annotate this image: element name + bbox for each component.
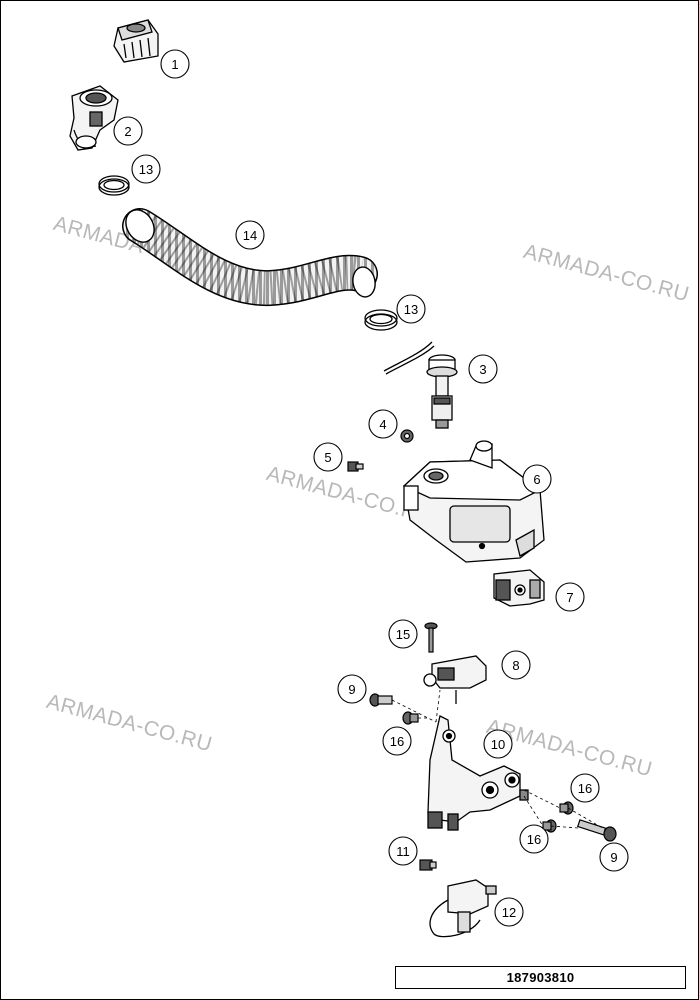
callout-1: 1 (160, 49, 190, 79)
callout-16-left: 16 (382, 726, 412, 756)
cap-part (113, 19, 159, 63)
sensor-module-part-8 (423, 655, 487, 704)
spacer-part-16-right-upper (559, 801, 574, 815)
callout-6-label: 6 (533, 472, 540, 487)
bracket-part-7 (493, 569, 545, 607)
callout-5-label: 5 (324, 450, 331, 465)
callout-9-right: 9 (599, 842, 629, 872)
valve-part-12 (429, 879, 497, 938)
bolt-part-5 (347, 461, 364, 472)
callout-8-label: 8 (512, 658, 519, 673)
screw-part-15 (424, 622, 438, 653)
callout-16-left-label: 16 (390, 734, 404, 749)
filler-neck-part (69, 85, 119, 151)
leader-lines (391, 689, 607, 831)
callout-14: 14 (235, 220, 265, 250)
callout-10-label: 10 (491, 737, 505, 752)
callout-11: 11 (388, 836, 418, 866)
callout-5: 5 (313, 442, 343, 472)
callout-12-label: 12 (502, 905, 516, 920)
callout-12: 12 (494, 897, 524, 927)
document-number-box: 187903810 (395, 966, 686, 989)
callout-14-label: 14 (243, 228, 257, 243)
bolt-part-9-right (577, 819, 617, 842)
callout-2: 2 (113, 116, 143, 146)
hose-clamp-lower-part (364, 309, 398, 331)
callout-16-right-lower-label: 16 (527, 832, 541, 847)
callout-13-upper-label: 13 (139, 162, 153, 177)
bolt-part-11 (419, 859, 437, 871)
callout-9-left: 9 (337, 674, 367, 704)
callout-3: 3 (468, 354, 498, 384)
callout-9-right-label: 9 (610, 850, 617, 865)
callout-13-lower: 13 (396, 294, 426, 324)
nut-part-4 (400, 429, 414, 443)
mounting-bracket-part-10 (427, 715, 529, 831)
corrugated-hose-part (122, 208, 378, 307)
callout-1-label: 1 (171, 57, 178, 72)
fuel-level-sensor-part (383, 341, 458, 429)
callout-16-right-upper: 16 (570, 773, 600, 803)
callout-16-right-lower: 16 (519, 824, 549, 854)
callout-10: 10 (483, 729, 513, 759)
callout-4: 4 (368, 409, 398, 439)
callout-13-upper: 13 (131, 154, 161, 184)
callout-13-lower-label: 13 (404, 302, 418, 317)
callout-3-label: 3 (479, 362, 486, 377)
callout-7: 7 (555, 582, 585, 612)
callout-16-right-upper-label: 16 (578, 781, 592, 796)
callout-11-label: 11 (396, 844, 410, 859)
callouts: 1 2 13 14 13 3 4 5 6 7 15 8 9 16 10 16 1… (113, 49, 629, 927)
bolt-part-9-left (369, 693, 393, 707)
document-number: 187903810 (506, 970, 575, 985)
callout-7-label: 7 (566, 590, 573, 605)
hose-clamp-upper-part (98, 175, 130, 196)
callout-8: 8 (501, 650, 531, 680)
callout-2-label: 2 (124, 124, 131, 139)
spacer-part-16-left (402, 711, 419, 725)
callout-6: 6 (522, 464, 552, 494)
callout-9-left-label: 9 (348, 682, 355, 697)
housing-part (402, 440, 545, 563)
callout-4-label: 4 (379, 417, 386, 432)
callout-15-label: 15 (396, 627, 410, 642)
callout-15: 15 (388, 619, 418, 649)
